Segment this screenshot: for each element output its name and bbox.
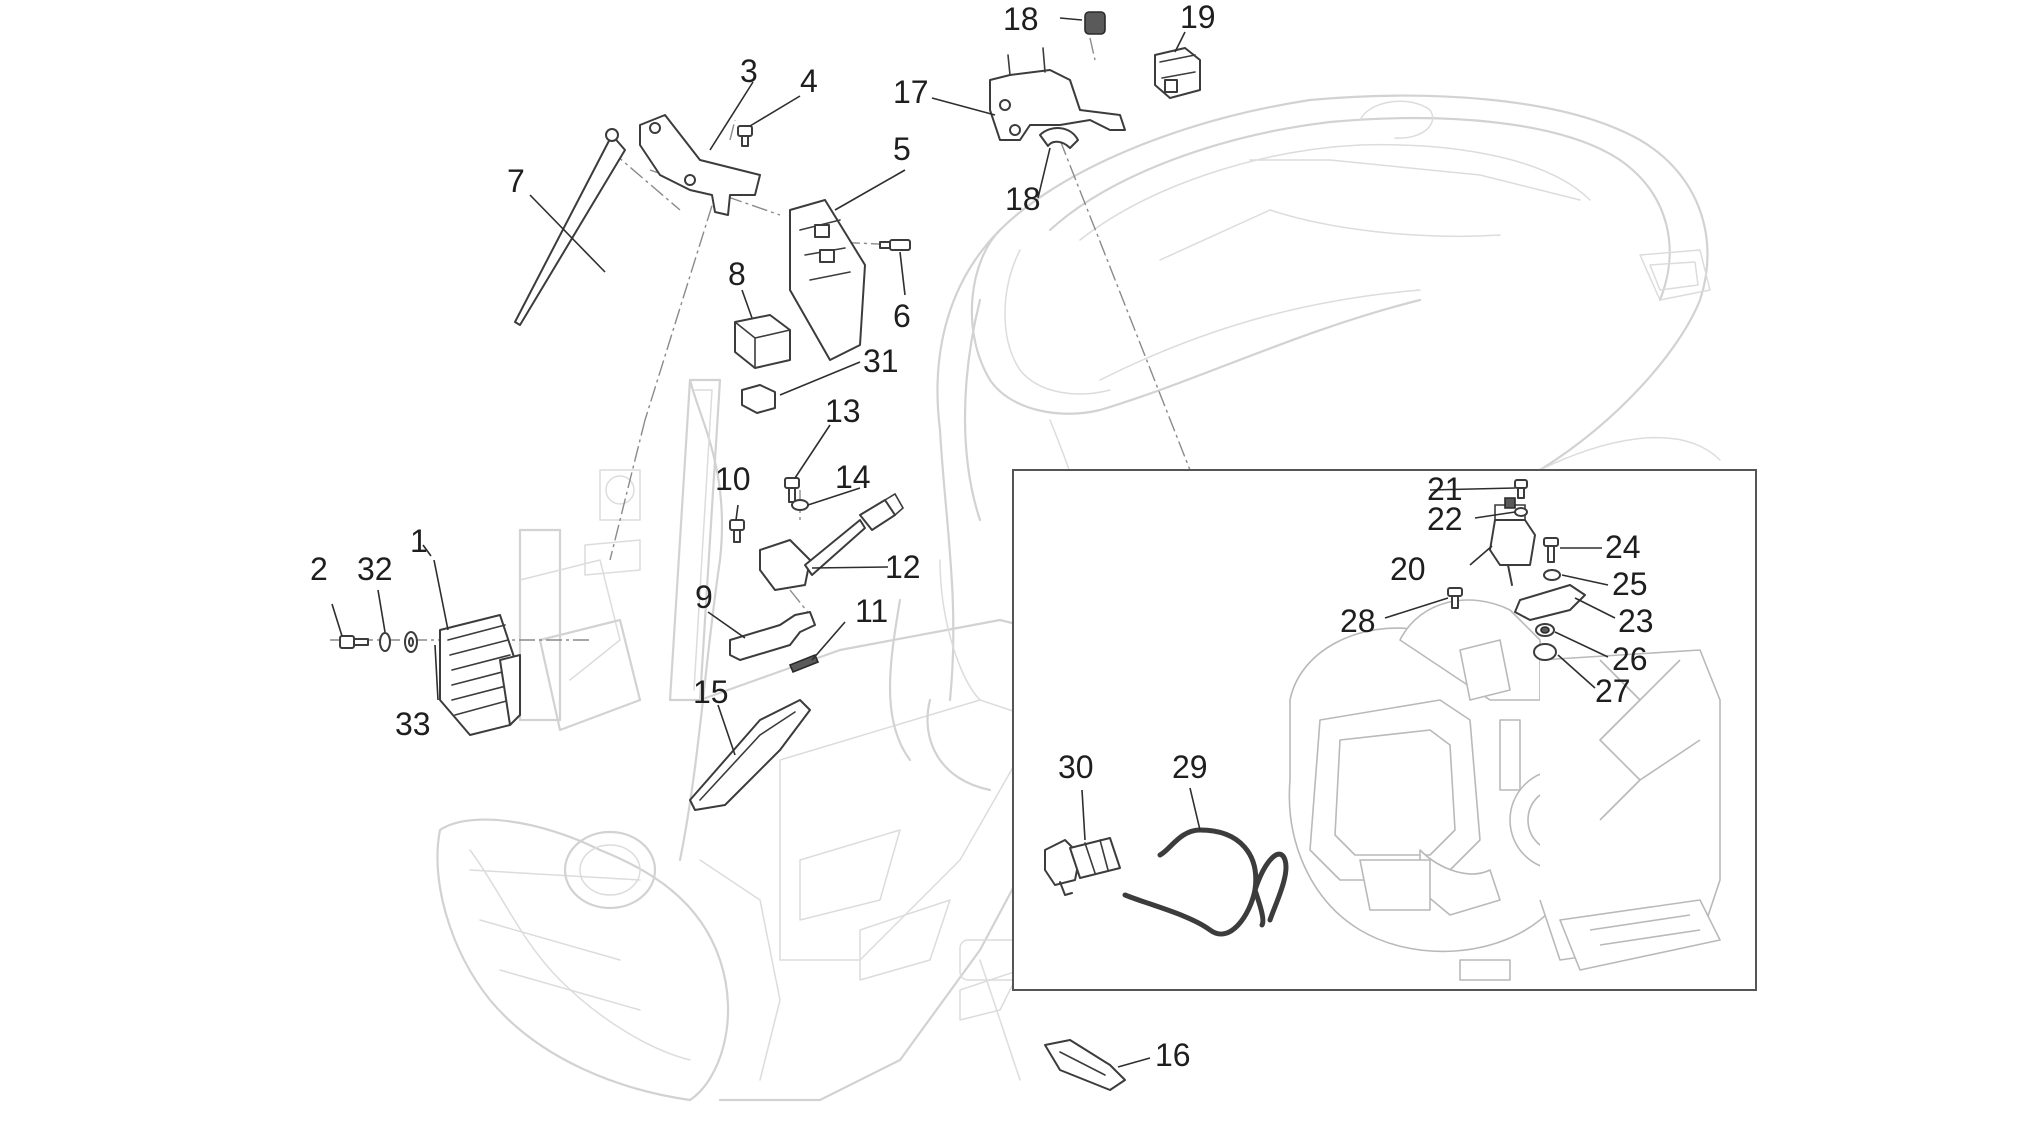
part-10-screw — [729, 519, 745, 543]
part-28-screw — [1447, 587, 1463, 609]
part-25-washer — [1543, 569, 1561, 581]
part-5-control-unit — [789, 199, 866, 361]
callout-28: 28 — [1340, 603, 1376, 639]
callout-3: 3 — [740, 53, 758, 89]
part-6-screw — [879, 239, 911, 251]
callout-23: 23 — [1618, 603, 1654, 639]
callout-5: 5 — [893, 131, 911, 167]
part-9-bracket — [729, 611, 816, 661]
callout-29: 29 — [1172, 749, 1208, 785]
callout-8: 8 — [728, 256, 746, 292]
part-18-grommet-top — [1084, 11, 1106, 35]
part-23-bracket — [1514, 584, 1586, 621]
part-1-regulator — [439, 614, 521, 736]
callout-11: 11 — [855, 593, 888, 629]
part-32-washer — [379, 632, 391, 652]
callout-17: 17 — [893, 74, 929, 110]
callout-24: 24 — [1605, 529, 1641, 565]
callout-1: 1 — [410, 523, 428, 559]
callout-9: 9 — [695, 579, 713, 615]
part-15-cover — [689, 699, 811, 811]
part-14-washer — [791, 499, 809, 511]
callout-10: 10 — [715, 461, 751, 497]
callout-16: 16 — [1155, 1037, 1191, 1073]
part-16-cover — [1044, 1039, 1126, 1091]
callout-13: 13 — [825, 393, 861, 429]
part-11-clip — [788, 653, 820, 674]
leader-lines — [331, 17, 1616, 1068]
part-8-relay — [734, 314, 791, 369]
callout-33: 33 — [395, 706, 431, 742]
part-12-sensor — [759, 492, 905, 591]
callout-25: 25 — [1612, 566, 1648, 602]
part-7-cable-tie — [514, 128, 626, 326]
part-19-ignition-coil — [1154, 47, 1201, 99]
callout-6: 6 — [893, 298, 911, 334]
inset-panel — [1012, 469, 1757, 991]
part-22-washer — [1514, 507, 1528, 517]
part-4-screw — [737, 125, 753, 147]
callout-32: 32 — [357, 551, 393, 587]
callout-19: 19 — [1180, 0, 1216, 35]
part-3-bracket — [639, 114, 761, 216]
callout-4: 4 — [800, 63, 818, 99]
part-2-screw — [339, 635, 369, 649]
callout-21: 21 — [1427, 471, 1463, 507]
callout-18-bottom: 18 — [1005, 181, 1041, 217]
callout-18-top: 18 — [1003, 1, 1039, 37]
part-18-clamp-bottom — [1039, 127, 1079, 149]
part-24-screw — [1543, 537, 1559, 563]
part-30-sensor-connector — [1044, 837, 1121, 896]
callout-27: 27 — [1595, 673, 1631, 709]
callout-7: 7 — [507, 163, 525, 199]
part-13-screw — [784, 477, 800, 503]
callout-22: 22 — [1427, 501, 1463, 537]
callout-31: 31 — [863, 343, 899, 379]
callout-20: 20 — [1390, 551, 1426, 587]
callout-30: 30 — [1058, 749, 1094, 785]
callout-2: 2 — [310, 551, 328, 587]
part-26-bushing — [1535, 623, 1555, 637]
callout-26: 26 — [1612, 641, 1648, 677]
part-33-washer — [404, 631, 418, 653]
callout-12: 12 — [885, 549, 921, 585]
part-31-fuse — [741, 384, 776, 414]
callout-14: 14 — [835, 459, 871, 495]
part-27-spacer — [1533, 643, 1557, 661]
part-21-screw — [1514, 479, 1528, 499]
part-17-bracket — [989, 47, 1126, 141]
callout-labels: 1 2 3 4 5 6 7 8 9 10 11 12 13 14 15 16 1… — [310, 0, 1654, 1073]
callout-15: 15 — [693, 674, 729, 710]
part-20-solenoid — [1489, 497, 1536, 586]
